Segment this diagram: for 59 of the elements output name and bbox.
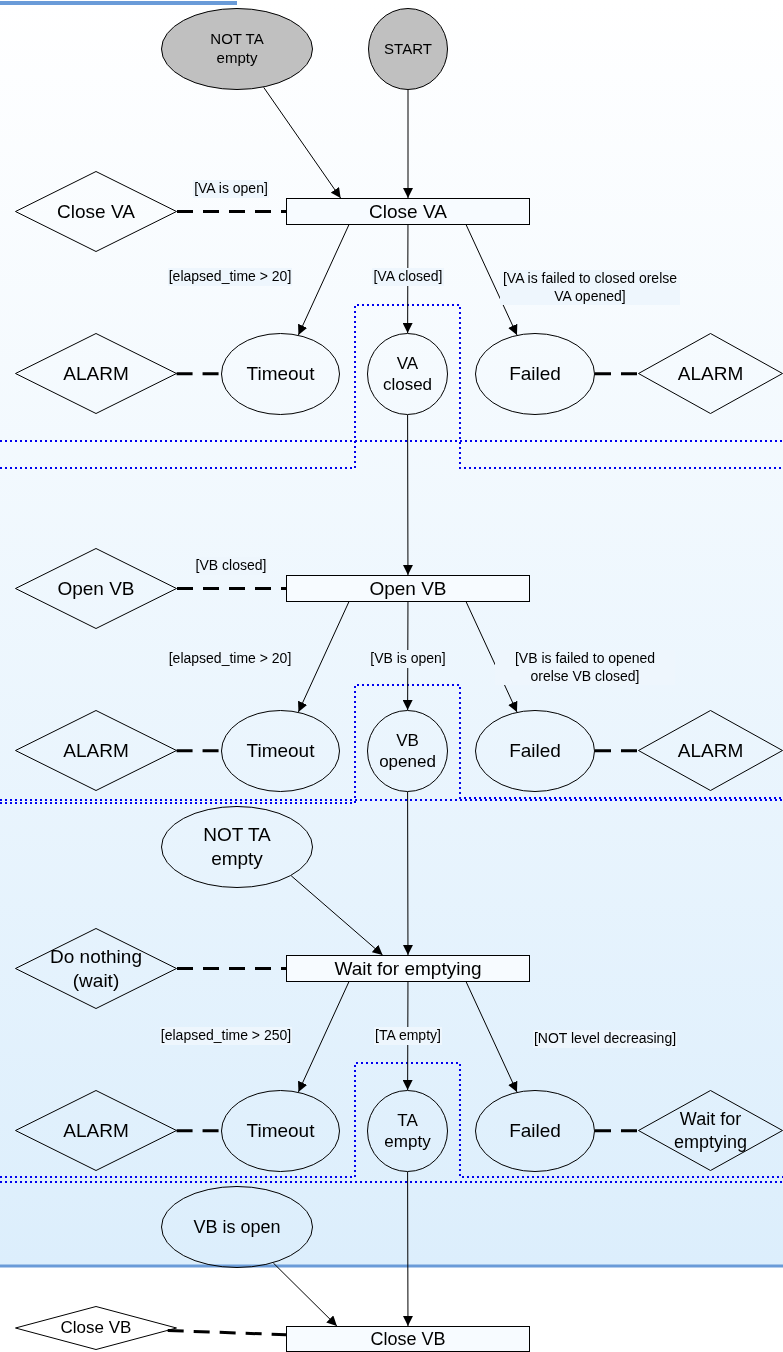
activity-box: Close VB: [286, 1326, 530, 1352]
dashed-connector: [595, 372, 639, 376]
edge-label: [NOT level decreasing]: [532, 1030, 678, 1048]
activity-box: Open VB: [286, 575, 530, 602]
arrow: [272, 1262, 338, 1327]
edge-label: [elapsed_time > 250]: [159, 1027, 293, 1045]
action-diamond: Close VA: [15, 171, 177, 252]
state-ellipse: Timeout: [221, 1090, 340, 1172]
edge-label: [VB is open]: [369, 650, 447, 668]
arrow: [297, 601, 350, 713]
state-ellipse: Timeout: [221, 710, 340, 792]
edge-label: [elapsed_time > 20]: [167, 268, 293, 286]
state-ellipse: NOT TA empty: [161, 8, 313, 90]
arrow: [297, 981, 350, 1093]
state-ellipse: VB opened: [367, 710, 448, 792]
dashed-connector: [595, 749, 639, 753]
arrow: [263, 86, 342, 199]
state-ellipse: Failed: [475, 710, 595, 792]
arrow: [402, 414, 413, 576]
edge-label: [TA empty]: [374, 1027, 442, 1045]
edge-label: [elapsed_time > 20]: [167, 650, 293, 668]
dashed-connector: [177, 210, 286, 213]
dashed-connector: [176, 372, 221, 376]
dashed-connector: [176, 749, 221, 753]
activity-box: Wait for emptying: [286, 955, 530, 982]
action-diamond: ALARM: [638, 333, 783, 414]
state-ellipse: NOT TA empty: [161, 806, 313, 888]
action-diamond: ALARM: [15, 1090, 177, 1171]
dashed-connector: [177, 967, 286, 970]
state-ellipse: Failed: [475, 1090, 595, 1172]
edge-label: [VA is failed to closed orelse VA opened]: [500, 270, 680, 305]
state-ellipse: TA empty: [367, 1090, 448, 1172]
arrow: [465, 981, 518, 1093]
edge-label: [VA closed]: [372, 268, 444, 286]
arrow: [297, 224, 350, 336]
state-ellipse: VA closed: [367, 333, 448, 415]
dashed-connector: [595, 1129, 639, 1133]
state-ellipse: Timeout: [221, 333, 340, 415]
action-diamond: ALARM: [15, 333, 177, 414]
activity-box: Close VA: [286, 198, 530, 225]
state-ellipse: START: [368, 8, 448, 90]
action-diamond: ALARM: [15, 710, 177, 791]
edge-label: [VB closed]: [194, 557, 268, 575]
arrow: [290, 875, 384, 956]
action-diamond: Do nothing (wait): [15, 928, 177, 1009]
state-ellipse: VB is open: [161, 1186, 313, 1268]
arrow: [402, 791, 413, 956]
arrow: [402, 1171, 413, 1327]
state-ellipse: Failed: [475, 333, 595, 415]
dashed-connector: [177, 587, 286, 590]
action-diamond: ALARM: [638, 710, 783, 791]
arrow: [403, 89, 413, 199]
dashed-connector: [176, 1129, 221, 1133]
edge-label: [VA is open]: [193, 180, 269, 198]
dashed-connector: [167, 1329, 287, 1337]
action-diamond: Close VB: [15, 1306, 177, 1350]
arrow: [465, 224, 518, 336]
action-diamond: Wait for emptying: [638, 1090, 783, 1171]
action-diamond: Open VB: [15, 548, 177, 629]
